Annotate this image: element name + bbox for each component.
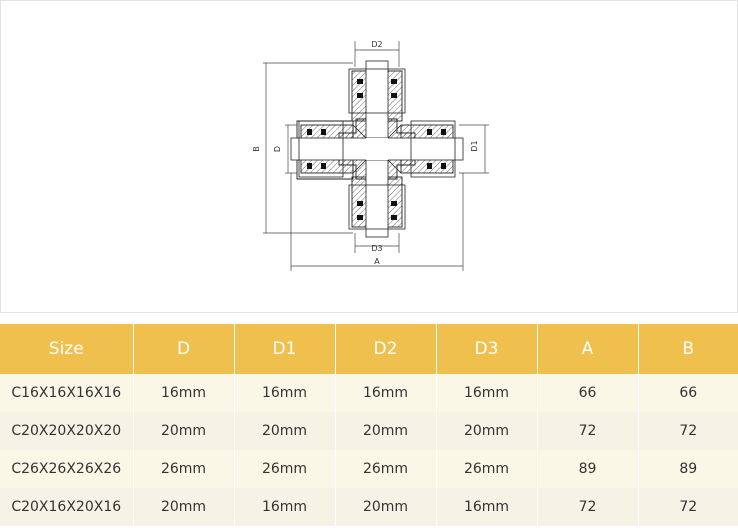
table-cell: C16X16X16X16 [0, 374, 134, 412]
table-cell: 16mm [436, 488, 538, 526]
dim-label-d1: D1 [470, 140, 479, 151]
table-cell: 66 [537, 374, 639, 412]
table-header-row: Size D D1 D2 D3 A B [0, 324, 738, 374]
table-cell: C26X26X26X26 [0, 450, 134, 488]
header-a: A [537, 324, 639, 374]
table-cell: 72 [638, 412, 738, 450]
table-cell: 16mm [436, 374, 538, 412]
header-d1: D1 [234, 324, 336, 374]
dim-label-b: B [252, 146, 261, 152]
dim-label-a: A [374, 257, 380, 266]
technical-drawing-panel: D2 D3 A B D D1 [0, 0, 738, 313]
dim-label-d3: D3 [371, 244, 382, 253]
table-cell: 20mm [335, 488, 437, 526]
table-cell: 26mm [335, 450, 437, 488]
table-cell: 20mm [234, 412, 336, 450]
table-cell: 16mm [234, 374, 336, 412]
table-cell: 16mm [335, 374, 437, 412]
table-row: C20X20X20X20 20mm 20mm 20mm 20mm 72 72 [0, 412, 738, 450]
header-d2: D2 [335, 324, 437, 374]
table-cell: 26mm [234, 450, 336, 488]
table-cell: C20X16X20X16 [0, 488, 134, 526]
table-cell: 16mm [133, 374, 235, 412]
header-d3: D3 [436, 324, 538, 374]
table-cell: 89 [638, 450, 738, 488]
table-cell: 20mm [133, 412, 235, 450]
table-cell: 20mm [133, 488, 235, 526]
table-row: C26X26X26X26 26mm 26mm 26mm 26mm 89 89 [0, 450, 738, 488]
dim-label-d: D [273, 146, 282, 152]
table-cell: 26mm [436, 450, 538, 488]
table-cell: 72 [638, 488, 738, 526]
cross-fitting-drawing: D2 D3 A B D D1 [252, 40, 489, 271]
dim-label-d2: D2 [371, 40, 382, 49]
table-row: C20X16X20X16 20mm 16mm 20mm 16mm 72 72 [0, 488, 738, 526]
table-cell: 20mm [335, 412, 437, 450]
header-size: Size [0, 324, 134, 374]
fitting-bores [290, 60, 464, 238]
table-cell: 16mm [234, 488, 336, 526]
header-b: B [638, 324, 738, 374]
table-row: C16X16X16X16 16mm 16mm 16mm 16mm 66 66 [0, 374, 738, 412]
junction-lines [352, 124, 402, 174]
seal-rings [307, 79, 446, 220]
table-cell: 89 [537, 450, 639, 488]
table-cell: 26mm [133, 450, 235, 488]
table-cell: 66 [638, 374, 738, 412]
table-cell: 20mm [436, 412, 538, 450]
nut-outlines [298, 68, 456, 230]
header-d: D [133, 324, 235, 374]
table-cell: 72 [537, 488, 639, 526]
dimension-lines [263, 41, 489, 271]
table-cell: 72 [537, 412, 639, 450]
size-spec-table: Size D D1 D2 D3 A B C16X16X16X16 16mm 16… [0, 324, 738, 526]
table-cell: C20X20X20X20 [0, 412, 134, 450]
